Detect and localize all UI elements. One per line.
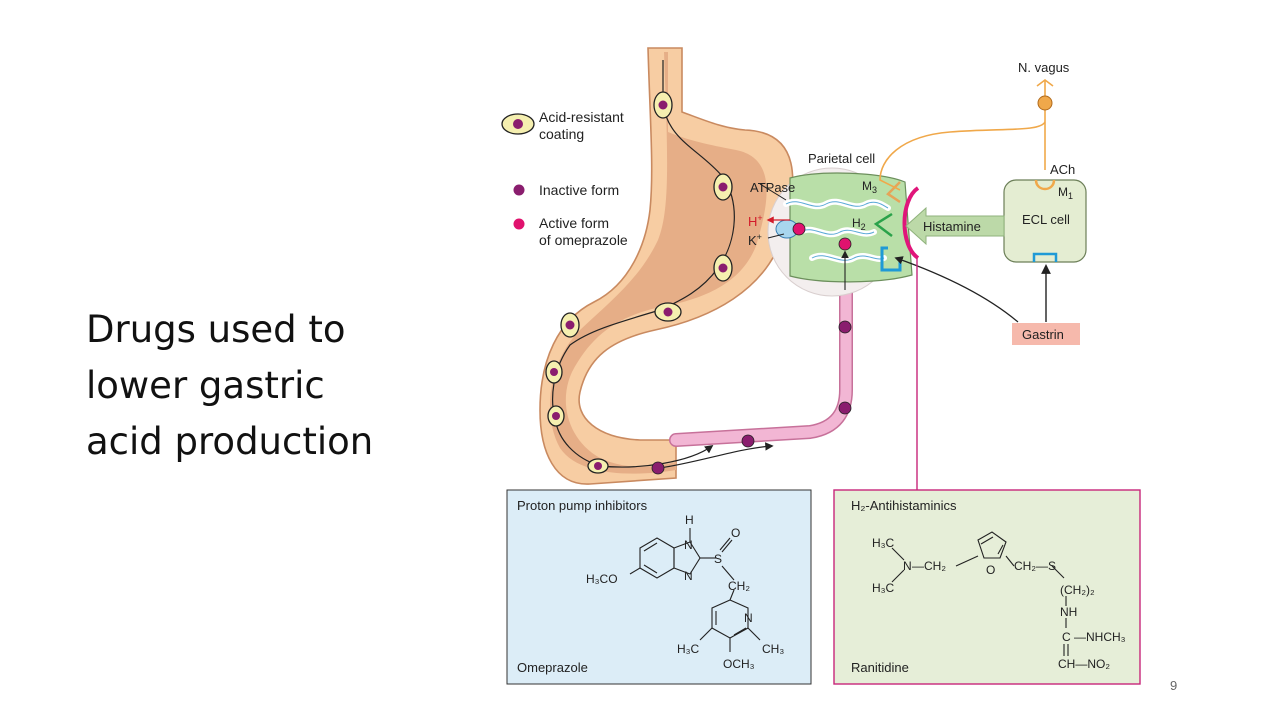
legend-active-label: of omeprazole: [539, 232, 628, 248]
active-drug: [838, 237, 852, 251]
chem-atom: (CH₂)₂: [1060, 583, 1095, 597]
chem-atom: S: [714, 552, 722, 566]
legend: Acid-resistant coating Inactive form Act…: [501, 109, 628, 248]
canaliculus: [799, 229, 875, 235]
ecl-cell: M1 ECL cell: [1003, 179, 1087, 263]
chem-atom: N: [684, 569, 693, 583]
parietal-cell: Parietal cell ATPase H+ K+ M3 H2: [748, 151, 920, 297]
m1-label: M1: [1058, 185, 1073, 201]
k-plus-label: K+: [748, 232, 762, 248]
gastrin-box: [1012, 323, 1080, 345]
m3-receptor: [886, 181, 901, 204]
chem-atom: OCH₃: [723, 657, 755, 671]
legend-inactive-label: Inactive form: [539, 182, 619, 198]
h2-panel: H₂-Antihistaminics Ranitidine H₃C H₃C N …: [833, 489, 1141, 685]
canaliculus: [785, 201, 889, 209]
coated-tablet: [547, 405, 565, 427]
chem-atom: CH₂—S: [1014, 559, 1056, 573]
title-line: acid production: [86, 420, 374, 463]
chem-atom: H₃C: [872, 536, 895, 550]
legend-coating-label: coating: [539, 126, 584, 142]
stomach-inner-lining: [549, 52, 767, 474]
nerve-fiber: [879, 121, 1046, 191]
h2-label: H2: [852, 216, 866, 232]
atpase-label: ATPase: [750, 180, 795, 195]
chem-atom: NH: [1060, 605, 1077, 619]
coated-tablet: [654, 302, 682, 322]
chem-atom: H: [685, 513, 694, 527]
gastrin-receptor: [880, 246, 902, 272]
ecl-cell-label: ECL cell: [1022, 212, 1070, 227]
chem-atom: CH₃: [762, 642, 784, 656]
chem-atom: CH—NO₂: [1058, 657, 1110, 671]
ppi-drug-name: Omeprazole: [517, 660, 588, 675]
chem-atom: N: [684, 538, 693, 552]
title-line: lower gastric: [86, 364, 325, 407]
vagus-nerve: N. vagus ACh: [879, 60, 1075, 191]
coated-tablet: [713, 254, 733, 282]
ppi-panel: Proton pump inhibitors Omeprazole H N N …: [506, 489, 812, 685]
chem-atom: CH₂: [728, 579, 750, 593]
chem-atom: C —NHCH₃: [1062, 630, 1126, 644]
h2-panel-title: H₂-Antihistaminics: [851, 498, 957, 513]
m1-receptor: [1034, 179, 1056, 191]
legend-active-label: Active form: [539, 215, 609, 231]
histamine-label: Histamine: [923, 219, 981, 234]
parietal-cell-label: Parietal cell: [808, 151, 875, 166]
h-plus-label: H+: [748, 213, 763, 229]
ppi-panel-title: Proton pump inhibitors: [517, 498, 648, 513]
active-swatch: [513, 218, 525, 230]
omeprazole-structure: H N N S O H₃CO CH₂ N H₃C CH₃ OCH₃: [586, 513, 784, 671]
coated-tablets: [545, 91, 733, 474]
coated-tablet: [560, 312, 580, 338]
coated-tablet: [545, 360, 563, 384]
slide-title: Drugs used to lower gastric acid product…: [86, 302, 446, 470]
vagus-ganglion: [1037, 95, 1053, 111]
gastrin-label: Gastrin: [1022, 327, 1064, 342]
chem-atom: N: [744, 611, 753, 625]
h2-drug-name: Ranitidine: [851, 660, 909, 675]
ecl-gastrin-receptor: [1032, 252, 1058, 262]
chem-atom: H₃CO: [586, 572, 618, 586]
chem-atom: N: [903, 559, 912, 573]
chem-atom: —CH₂: [912, 559, 946, 573]
coated-tablet: [587, 458, 609, 474]
title-line: Drugs used to: [86, 308, 346, 351]
coated-tablet: [713, 173, 733, 201]
m3-label: M3: [862, 179, 877, 195]
active-drug-in-pump: [792, 222, 806, 236]
blood-vessel-fill: [670, 284, 852, 446]
chem-atom: H₃C: [872, 581, 895, 595]
gastrin: Gastrin: [894, 256, 1080, 345]
legend-coating-label: Acid-resistant: [539, 109, 624, 125]
chem-atom: O: [986, 563, 995, 577]
basolateral-membrane: [902, 186, 920, 260]
ranitidine-structure: H₃C H₃C N —CH₂ O CH₂—S (CH₂)₂ NH C —NHCH…: [872, 531, 1126, 671]
page-number: 9: [1170, 678, 1178, 693]
chem-atom: H₃C: [677, 642, 700, 656]
vessel-flow-arrow: [659, 442, 774, 469]
coated-tablet: [653, 91, 673, 119]
histamine-arrow: Histamine: [905, 206, 1005, 246]
canaliculus: [811, 255, 885, 261]
n-vagus-label: N. vagus: [1018, 60, 1070, 75]
h2-receptor: [873, 212, 893, 237]
inactive-drug-dots: [651, 320, 852, 475]
chem-atom: O: [731, 526, 740, 540]
inactive-swatch: [513, 184, 525, 196]
ach-label: ACh: [1050, 162, 1075, 177]
